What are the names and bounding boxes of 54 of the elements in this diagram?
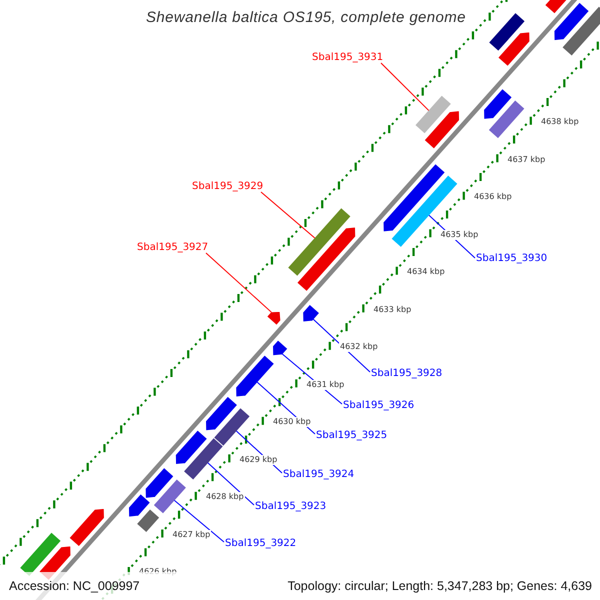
gene-block	[182, 437, 224, 481]
gene-block	[561, 6, 600, 57]
gene-block	[213, 407, 251, 447]
gene-block	[175, 430, 208, 465]
position-label: 4627 kbp	[172, 530, 212, 540]
leader-line	[260, 192, 316, 239]
gene-block	[414, 94, 452, 134]
gene-block	[152, 478, 188, 514]
position-label: 4631 kbp	[306, 380, 346, 390]
gene-label: Sbal195_3931	[312, 52, 384, 64]
leader-line	[174, 500, 224, 542]
gene-label: Sbal195_3927	[137, 242, 208, 254]
gene-label: Sbal195_3929	[192, 181, 264, 193]
gene-block	[382, 163, 446, 232]
gene-block	[287, 207, 352, 277]
gene-block	[136, 508, 160, 534]
gene-block	[235, 354, 275, 398]
accession-text: Accession: NC_009997	[9, 579, 140, 593]
position-label: 4633 kbp	[372, 304, 412, 314]
gene-block	[296, 226, 356, 292]
position-label: 4630 kbp	[272, 417, 312, 427]
gene-block	[488, 12, 526, 52]
gene-block	[68, 508, 105, 548]
leader-line	[207, 462, 254, 506]
gene-block	[205, 396, 238, 432]
gene-label: Sbal195_3928	[371, 368, 442, 380]
gene-block	[483, 88, 513, 120]
gene-label: Sbal195_3930	[476, 253, 548, 265]
gene-block	[302, 304, 320, 322]
gene-block	[424, 110, 460, 150]
position-label: 4635 kbp	[440, 230, 480, 240]
gene-block	[144, 467, 174, 499]
genome-stats-text: Topology: circular; Length: 5,347,283 bp; Genes: 4,639	[288, 579, 592, 593]
gene-label: Sbal195_3923	[255, 501, 326, 513]
map-title: Shewanella baltica OS195, complete genome	[146, 9, 466, 26]
gene-block	[390, 174, 458, 248]
position-label: 4637 kbp	[506, 154, 546, 164]
gene-block	[497, 32, 530, 67]
gene-label: Sbal195_3924	[283, 469, 354, 481]
gene-block	[488, 99, 526, 140]
leader-line	[206, 252, 272, 313]
gene-label: Sbal195_3926	[343, 400, 414, 412]
gene-block	[272, 339, 288, 356]
position-label: 4632 kbp	[339, 342, 379, 352]
position-label: 4636 kbp	[473, 192, 513, 202]
leader-line	[380, 62, 430, 111]
position-label: 4634 kbp	[406, 267, 446, 277]
gene-block	[266, 311, 282, 326]
gene-block	[554, 2, 590, 41]
gene-label: Sbal195_3925	[316, 430, 388, 442]
position-label: 4638 kbp	[540, 117, 580, 127]
position-label: 4628 kbp	[205, 492, 245, 502]
gene-label: Sbal195_3922	[225, 538, 296, 550]
position-label: 4629 kbp	[238, 454, 278, 464]
